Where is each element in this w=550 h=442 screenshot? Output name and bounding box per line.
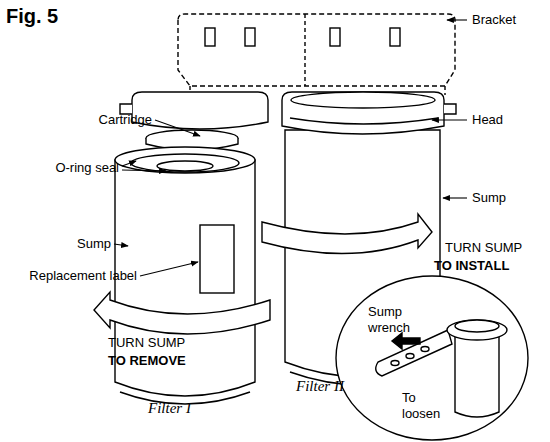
filter-name: Filter I [148, 400, 191, 416]
instruction-text: TO REMOVE [108, 353, 186, 369]
instruction-text: To loosen [402, 390, 452, 422]
part-label: Bracket [472, 12, 516, 28]
wrench-inset [336, 276, 528, 440]
part-label: Sump [472, 190, 506, 206]
part-label: Sump [77, 236, 111, 252]
instruction-text: TO INSTALL [434, 258, 509, 274]
leader-line [114, 20, 467, 276]
instruction-text: TURN SUMP [445, 240, 522, 256]
filter-name: Filter II [296, 378, 344, 394]
part-label: Replacement label [29, 268, 137, 284]
part-label: O-ring seal [55, 160, 119, 176]
part-label: Head [472, 112, 503, 128]
part-label: Cartridge [99, 112, 152, 128]
figure-title: Fig. 5 [6, 4, 58, 28]
part-label: Sump wrench [368, 304, 420, 336]
bracket [178, 14, 455, 95]
instruction-text: TURN SUMP [108, 335, 185, 351]
